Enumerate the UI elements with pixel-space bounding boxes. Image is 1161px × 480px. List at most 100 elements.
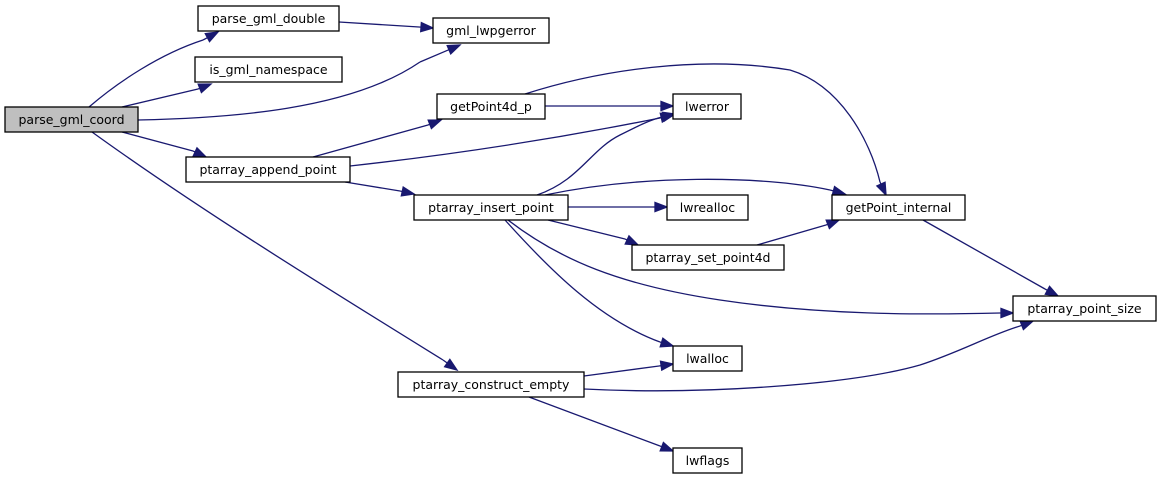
arrowhead-icon [659, 360, 675, 372]
edge-ptarray-append-point-to-getpoint4d-p [312, 119, 443, 158]
node-gml-lwpgerror[interactable]: gml_lwpgerror [432, 17, 550, 44]
edge-ptarray-construct-empty-to-lwflags [528, 396, 675, 452]
edge-parse-gml-double-to-gml-lwpgerror [338, 21, 435, 33]
edge-connector [197, 87, 201, 90]
edge-line [544, 178, 831, 196]
node-label: parse_gml_coord [18, 112, 124, 127]
edge-connector [825, 223, 829, 226]
edge-connector [879, 181, 882, 185]
node-label: ptarray_insert_point [428, 200, 554, 215]
edge-line [583, 325, 1021, 392]
arrowhead-icon [659, 337, 675, 348]
edge-ptarray-append-point-to-lwerror [349, 112, 675, 167]
edge-parse-gml-coord-to-gml-lwpgerror [137, 44, 462, 121]
edge-ptarray-insert-point-to-getpoint-internal [544, 178, 847, 196]
arrowhead-icon [400, 186, 416, 197]
node-ptarray-construct-empty[interactable]: ptarray_construct_empty [397, 371, 585, 398]
edge-connector [624, 238, 628, 241]
edge-line [536, 116, 663, 196]
edge-line [312, 124, 429, 158]
edge-ptarray-construct-empty-to-lwalloc [583, 360, 675, 377]
edge-getpoint4d-p-to-lwerror [545, 100, 675, 112]
edge-line [338, 21, 420, 28]
edge-parse-gml-coord-to-is-gml-namespace [121, 83, 213, 108]
node-ptarray-insert-point[interactable]: ptarray_insert_point [413, 194, 569, 221]
node-label: ptarray_set_point4d [646, 250, 771, 265]
edge-ptarray-insert-point-to-lwrealloc [568, 201, 669, 213]
edge-line [91, 131, 444, 361]
edge-line [756, 224, 827, 246]
node-label: getPoint_internal [846, 200, 952, 215]
node-getpoint4d-p[interactable]: getPoint4d_p [436, 93, 546, 120]
edge-line [524, 63, 881, 183]
node-lwflags[interactable]: lwflags [672, 447, 743, 474]
edge-ptarray-append-point-to-ptarray-insert-point [344, 181, 416, 197]
edge-line [344, 181, 401, 192]
node-label: parse_gml_double [212, 11, 326, 26]
arrowhead-icon [654, 201, 669, 213]
edge-ptarray-insert-point-to-ptarray-set-point4d [547, 219, 640, 246]
node-label: is_gml_namespace [209, 62, 327, 77]
edge-line [137, 61, 421, 121]
node-ptarray-append-point[interactable]: ptarray_append_point [185, 156, 351, 183]
edge-parse-gml-coord-to-ptarray-construct-empty [91, 131, 459, 372]
edge-connector [442, 359, 448, 364]
arrowhead-icon [624, 234, 640, 246]
arrowhead-icon [659, 441, 675, 452]
edges-layer [88, 21, 1060, 452]
edge-getpoint-internal-to-ptarray-point-size [922, 219, 1060, 297]
edge-ptarray-insert-point-to-lwalloc [504, 219, 675, 348]
node-label: getPoint4d_p [450, 99, 532, 114]
node-ptarray-set-point4d[interactable]: ptarray_set_point4d [631, 244, 785, 271]
arrowhead-icon [192, 146, 208, 158]
node-label: ptarray_point_size [1027, 301, 1142, 316]
edge-line [528, 396, 661, 447]
node-label: lwflags [686, 453, 730, 468]
arrowhead-icon [875, 181, 887, 197]
arrowhead-icon [1019, 320, 1035, 331]
node-label: lwalloc [686, 351, 729, 366]
node-getpoint-internal[interactable]: getPoint_internal [831, 194, 966, 221]
edge-connector [659, 445, 663, 448]
edge-connector [192, 150, 196, 153]
edge-ptarray-construct-empty-to-ptarray-point-size [583, 320, 1035, 392]
node-label: lwerror [685, 99, 730, 114]
edge-line [583, 365, 660, 377]
node-ptarray-point-size[interactable]: ptarray_point_size [1012, 295, 1157, 322]
arrowhead-icon [1000, 307, 1015, 319]
node-lwerror[interactable]: lwerror [672, 93, 742, 120]
arrowhead-icon [197, 83, 213, 94]
arrowhead-icon [825, 219, 841, 230]
node-label: ptarray_construct_empty [413, 377, 571, 392]
node-label: ptarray_append_point [199, 162, 336, 177]
node-lwrealloc[interactable]: lwrealloc [666, 194, 749, 221]
edge-parse-gml-coord-to-parse-gml-double [88, 31, 220, 108]
edge-line [547, 219, 626, 240]
edge-connector [1019, 324, 1023, 327]
node-parse-gml-coord[interactable]: parse_gml_coord [4, 106, 139, 133]
edge-connector [202, 37, 208, 41]
node-lwalloc[interactable]: lwalloc [672, 345, 743, 372]
arrowhead-icon [660, 100, 675, 112]
edge-ptarray-set-point4d-to-getpoint-internal [756, 219, 841, 246]
node-parse-gml-double[interactable]: parse_gml_double [197, 5, 340, 32]
node-label: lwrealloc [680, 200, 736, 215]
edge-connector [427, 123, 431, 126]
edge-ptarray-insert-point-to-ptarray-point-size [507, 219, 1015, 319]
edge-parse-gml-coord-to-ptarray-append-point [121, 131, 208, 158]
node-is-gml-namespace[interactable]: is_gml_namespace [194, 56, 343, 83]
arrowhead-icon [427, 119, 443, 130]
edge-connector [829, 189, 834, 192]
edge-line [121, 131, 194, 152]
arrowhead-icon [831, 185, 847, 196]
edge-connector [1044, 288, 1048, 291]
edge-line [922, 219, 1046, 290]
edge-connector [419, 49, 450, 63]
edge-line [507, 219, 1001, 315]
edge-ptarray-insert-point-to-lwerror [536, 111, 677, 196]
arrowhead-icon [204, 31, 220, 43]
edge-getpoint4d-p-to-getpoint-internal [524, 63, 887, 197]
arrowhead-icon [419, 21, 435, 33]
arrowhead-icon [446, 44, 462, 55]
